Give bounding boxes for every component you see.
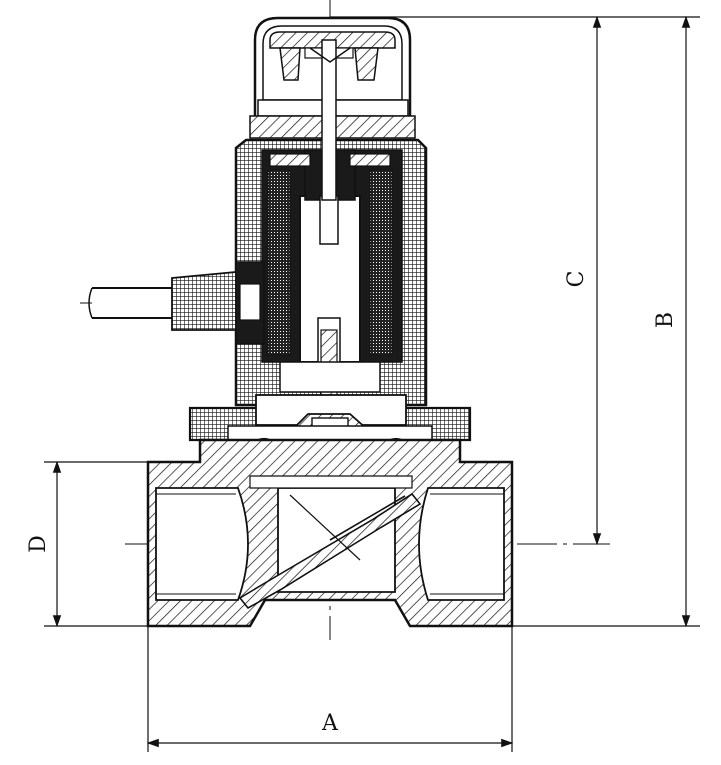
valve-body xyxy=(146,438,514,628)
dimension-a-label: A xyxy=(321,711,339,736)
coil-housing xyxy=(234,138,428,421)
dimension-b-label: B xyxy=(653,312,678,328)
manual-stem xyxy=(309,39,351,201)
dimension-d-label: D xyxy=(26,535,51,553)
dimension-b: B xyxy=(653,15,691,628)
cable xyxy=(88,261,265,345)
dimension-c-label: C xyxy=(564,271,589,288)
dimension-lines xyxy=(44,16,700,752)
dimension-c: C xyxy=(564,15,602,546)
dimension-a: A xyxy=(146,711,514,748)
dimension-d: D xyxy=(26,460,62,628)
